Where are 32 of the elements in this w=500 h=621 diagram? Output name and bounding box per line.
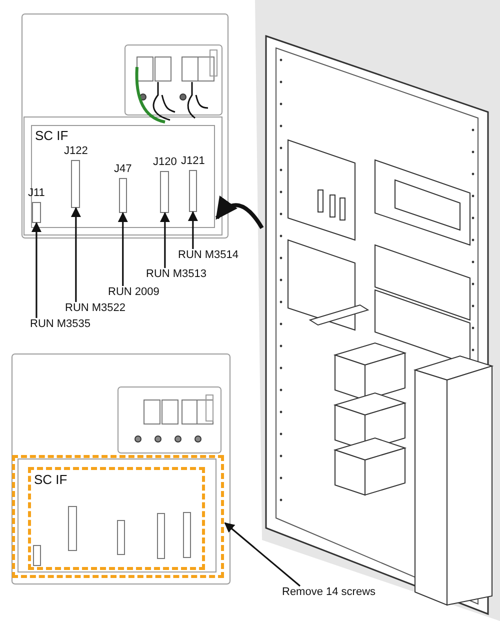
connector-slot (114, 163, 132, 213)
connector-slot (183, 512, 191, 558)
connector-slot (68, 506, 77, 551)
highlight-region (12, 455, 224, 578)
arrow (188, 211, 198, 249)
connector-label: J120 (153, 156, 177, 168)
plate-label: SC IF (34, 473, 68, 487)
callout-text: RUN M3535 (30, 318, 91, 330)
interface-plate (28, 467, 205, 570)
connector-slot (181, 155, 205, 212)
arrow (160, 212, 170, 268)
callout-text: RUN M3513 (146, 268, 207, 280)
connector-label: J47 (114, 163, 132, 175)
connector-slot (64, 145, 88, 208)
connector-slot (157, 513, 165, 559)
connector-slot (117, 520, 125, 555)
connector-slot (28, 187, 45, 223)
connector-label: J122 (64, 145, 88, 157)
connector-label: J121 (181, 155, 205, 167)
arrow (118, 212, 128, 286)
plate-label: SC IF (35, 129, 68, 143)
callout-text: RUN M3514 (178, 249, 239, 261)
connector-label: J11 (28, 187, 45, 199)
arrow (224, 522, 301, 587)
callout-text: Remove 14 screws (282, 586, 376, 598)
callout-text: RUN M3522 (65, 302, 126, 314)
connector-slot (153, 156, 177, 213)
arrow (70, 207, 81, 302)
arrow (31, 222, 42, 318)
arrow (215, 196, 264, 230)
connector-slot (33, 545, 41, 566)
callout-text: RUN 2009 (108, 286, 160, 298)
